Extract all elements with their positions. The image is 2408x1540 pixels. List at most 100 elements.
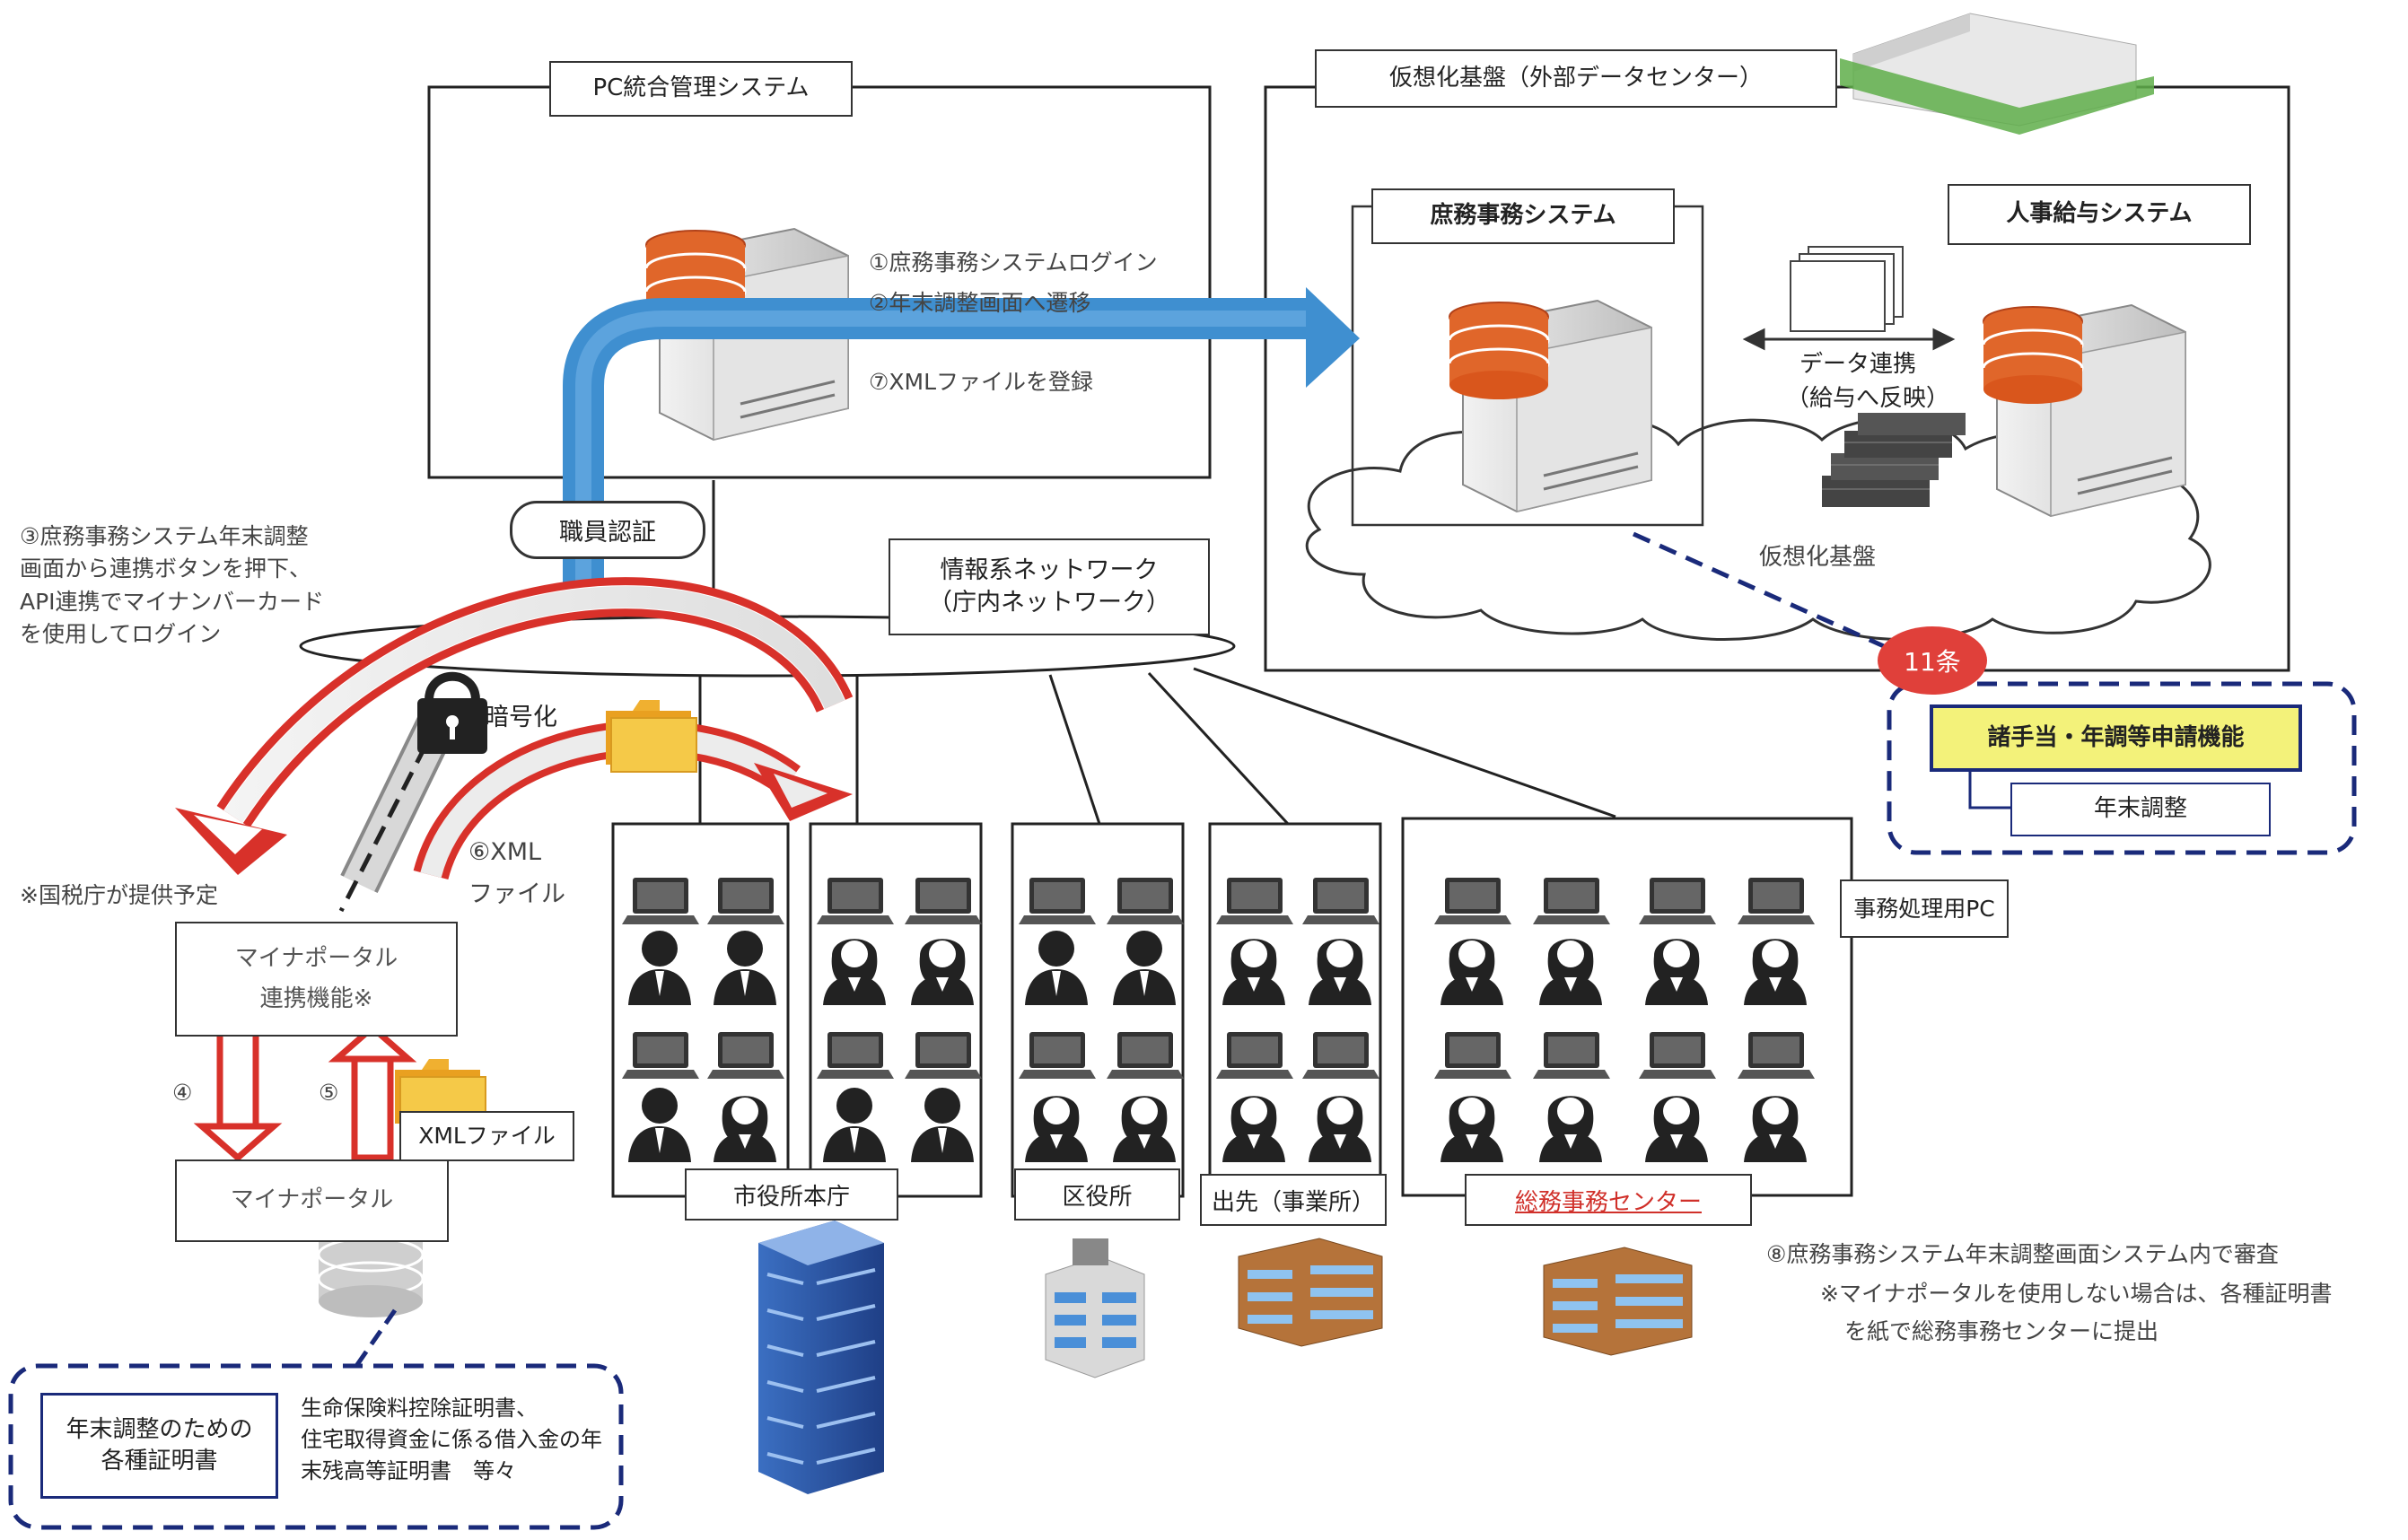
pc-system-title: PC統合管理システム [549, 61, 853, 117]
pc-label: 事務処理用PC [1840, 879, 2009, 938]
data-link-label: データ連携（給与へ反映） [1786, 351, 1950, 412]
xml-file-label: XMLファイル [399, 1111, 574, 1161]
staff-person-icon [1645, 1096, 1708, 1162]
laptop-icon [1738, 878, 1815, 924]
step-8-text: ⑧庶務事務システム年末調整画面システム内で審査 [1766, 1241, 2279, 1267]
laptop-icon [1434, 878, 1511, 924]
laptop-icon [817, 878, 894, 924]
staff-person-icon [823, 1088, 886, 1162]
staff-person-icon [714, 1096, 776, 1162]
staff-person-icon [1113, 931, 1176, 1005]
laptop-icon [622, 878, 699, 924]
nenmatsu-box: 年末調整 [2010, 783, 2271, 836]
gyomu-server-icon [1448, 299, 1653, 513]
step-3-text: ③庶務事務システム年末調整画面から連携ボタンを押下、 API連携でマイナンバーカ… [20, 523, 325, 647]
laptop-icon [1639, 1032, 1716, 1079]
mynaportal-box: マイナポータル [175, 1159, 449, 1242]
step-4-label: ④ [172, 1080, 193, 1106]
staff-person-icon [1309, 939, 1371, 1005]
red-arc-arrow-xml [413, 720, 853, 880]
laptop-icon [1533, 878, 1610, 924]
staff-person-icon [911, 1088, 974, 1162]
certs-dashed-frame [8, 1363, 624, 1530]
auth-pill: 職員認証 [510, 501, 705, 559]
staff-person-icon [1309, 1096, 1371, 1162]
gyomu-system-title: 庶務事務システム [1371, 188, 1675, 244]
laptop-icon [1639, 878, 1716, 924]
staff-person-icon [1539, 939, 1602, 1005]
blue-flow-arrow [563, 287, 1360, 583]
staff-person-icon [628, 1088, 691, 1162]
mynaportal-note-line1: ※マイナポータルを使用しない場合は、各種証明書 [1820, 1281, 2333, 1307]
laptop-icon [1107, 878, 1184, 924]
red-arc-arrow-login [175, 577, 854, 875]
center-building-icon [1543, 1247, 1693, 1356]
staff-person-icon [1440, 1096, 1503, 1162]
laptop-icon [1019, 1032, 1096, 1079]
article11-feature-box: 諸手当・年調等申請機能 [1930, 704, 2302, 772]
staff-person-icon [1113, 1096, 1176, 1162]
office-label-center: 総務事務センター [1465, 1174, 1752, 1226]
step-1-text: ①庶務事務システムログイン [869, 249, 1158, 276]
mynaportal-note-line2: を紙で総務事務センターに提出 [1844, 1318, 2159, 1344]
certs-dashed-link [352, 1308, 398, 1370]
laptop-icon [905, 878, 982, 924]
article11-badge: 11条 [1878, 626, 1987, 695]
laptop-icon [1434, 1032, 1511, 1079]
certs-box: 年末調整のための各種証明書 [40, 1393, 278, 1499]
laptop-icon [1302, 1032, 1379, 1079]
laptop-icon [817, 1032, 894, 1079]
staff-person-icon [1539, 1096, 1602, 1162]
staff-person-icon [1222, 939, 1285, 1005]
staff-person-icon [1222, 1096, 1285, 1162]
network-label: 情報系ネットワーク（庁内ネットワーク） [889, 538, 1210, 635]
article11-tree-line [1968, 772, 2010, 809]
certs-description: 生命保険料控除証明書、住宅取得資金に係る借入金の年末残高等証明書 等々 [301, 1396, 602, 1483]
staff-person-icon [1744, 1096, 1807, 1162]
staff-person-icon [714, 931, 776, 1005]
laptop-icon [1533, 1032, 1610, 1079]
laptop-icon [1107, 1032, 1184, 1079]
laptop-icon [622, 1032, 699, 1079]
honcho-tower-icon [758, 1221, 884, 1494]
office-label-center-text: 総務事務センター [1514, 1188, 1702, 1216]
office-label-kuyakusho: 区役所 [1014, 1168, 1180, 1221]
staff-person-icon [911, 939, 974, 1005]
staff-person-icon [1645, 939, 1708, 1005]
jinji-server-icon [1982, 303, 2187, 518]
virtual-cloud-label: 仮想化基盤 [1759, 544, 1877, 571]
virtual-base-title: 仮想化基盤（外部データセンター） [1315, 49, 1837, 108]
staff-person-icon [1744, 939, 1807, 1005]
server-rack-cluster-icon [1822, 413, 1966, 507]
tax-note: ※国税庁が提供予定 [20, 882, 218, 908]
staff-person-icon [1025, 931, 1088, 1005]
staff-person-icon [1025, 1096, 1088, 1162]
desaki-building-icon [1238, 1238, 1383, 1347]
laptop-icon [1019, 878, 1096, 924]
step-7-text: ⑦XMLファイルを登録 [869, 369, 1094, 395]
office-label-desaki: 出先（事業所） [1200, 1174, 1387, 1226]
laptop-icon [1738, 1032, 1815, 1079]
staff-person-icon [1440, 939, 1503, 1005]
arrow-up-5 [328, 1023, 417, 1161]
step-5-label: ⑤ [319, 1080, 339, 1106]
encryption-label: 暗号化 [485, 704, 557, 731]
staff-person-icon [628, 931, 691, 1005]
data-link-arrow-icon [1742, 328, 1956, 351]
article11-dashed-link [1632, 531, 1896, 653]
laptop-icon [707, 878, 784, 924]
step-2-text: ②年末調整画面へ遷移 [869, 290, 1091, 316]
office-label-honcho: 市役所本庁 [685, 1168, 898, 1221]
laptop-icon [1302, 878, 1379, 924]
arrow-down-4 [193, 1019, 283, 1162]
staff-person-icon [823, 939, 886, 1005]
laptop-icon [1216, 1032, 1293, 1079]
xml-folder-icon [605, 699, 697, 773]
lock-icon [417, 671, 487, 754]
mynaportal-link-box: マイナポータル連携機能※ [175, 922, 458, 1037]
laptop-icon [1216, 878, 1293, 924]
documents-icon [1790, 246, 1904, 332]
kuyakusho-building-icon [1045, 1238, 1145, 1378]
